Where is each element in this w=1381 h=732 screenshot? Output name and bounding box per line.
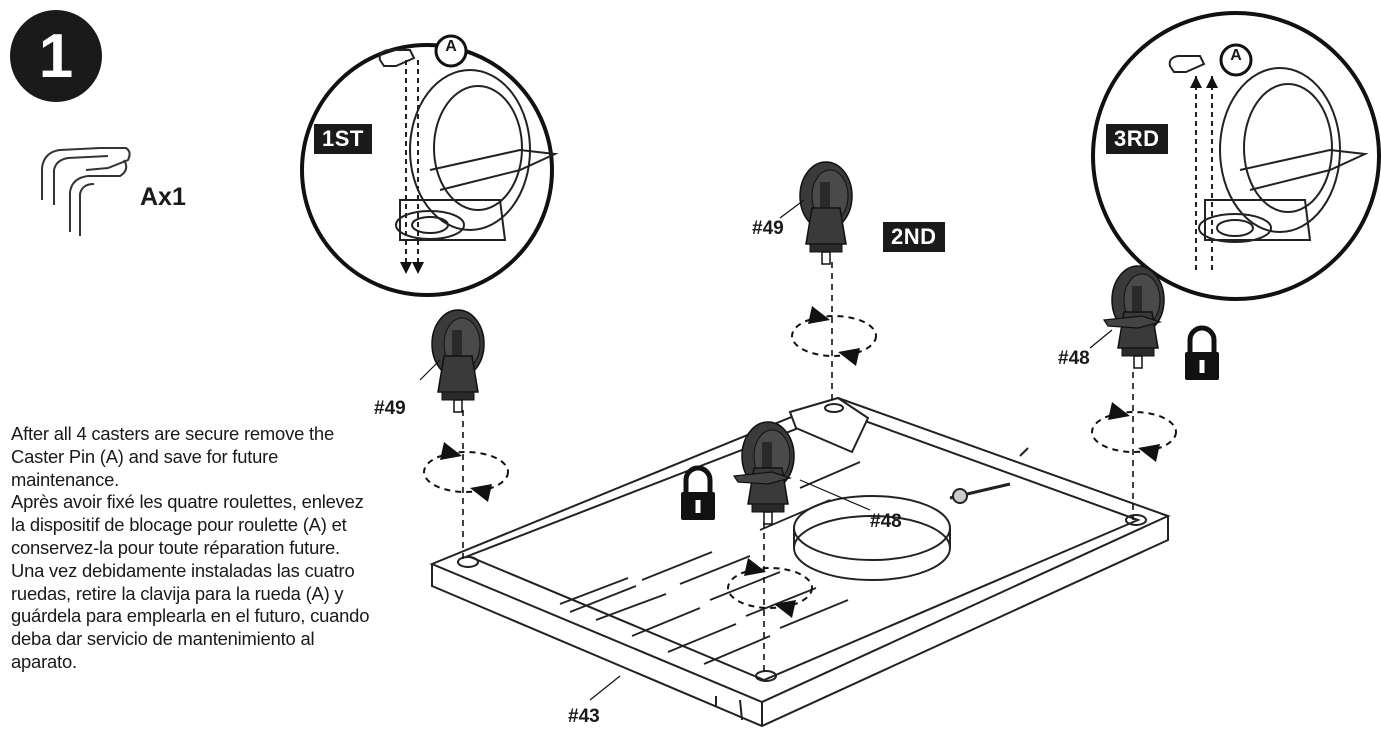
callout-circle-third: [1091, 11, 1381, 301]
pin-marker-third: A: [1230, 47, 1242, 64]
instructions-english: After all 4 casters are secure remove th…: [11, 423, 334, 490]
pin-marker-first: A: [445, 38, 457, 55]
part-label-caster-center-back: #49: [752, 218, 784, 239]
part-label-caster-front: #48: [870, 511, 902, 532]
order-tag-first: 1ST: [314, 124, 372, 154]
step-number: 1: [38, 21, 74, 91]
step-number-badge: 1: [10, 10, 102, 102]
caster-pin-icon: [41, 147, 131, 236]
padlock-icon: [1185, 328, 1219, 380]
caster-right-locking: [1103, 265, 1165, 369]
part-label-caster-right: #48: [1058, 348, 1090, 369]
callout-circle-first: [300, 34, 559, 297]
rotate-arrow-icon-center: [791, 305, 877, 367]
part-label-caster-left: #49: [374, 398, 406, 419]
order-tag-third: 3RD: [1106, 124, 1168, 154]
rotate-arrow-icon-left: [423, 441, 509, 503]
alignment-lines: [462, 262, 1134, 676]
base-frame: [429, 396, 1171, 728]
order-tag-second: 2ND: [883, 222, 945, 252]
instructions-french: Après avoir fixé les quatre roulettes, e…: [11, 491, 364, 558]
rotate-arrow-icon-right: [1091, 401, 1177, 463]
part-label-base-frame: #43: [568, 706, 600, 727]
hardware-quantity: Ax1: [140, 183, 186, 211]
caster-center-back: [799, 161, 853, 265]
instructions-block: After all 4 casters are secure remove th…: [11, 423, 381, 674]
instructions-spanish: Una vez debidamente instaladas las cuatr…: [11, 559, 370, 672]
